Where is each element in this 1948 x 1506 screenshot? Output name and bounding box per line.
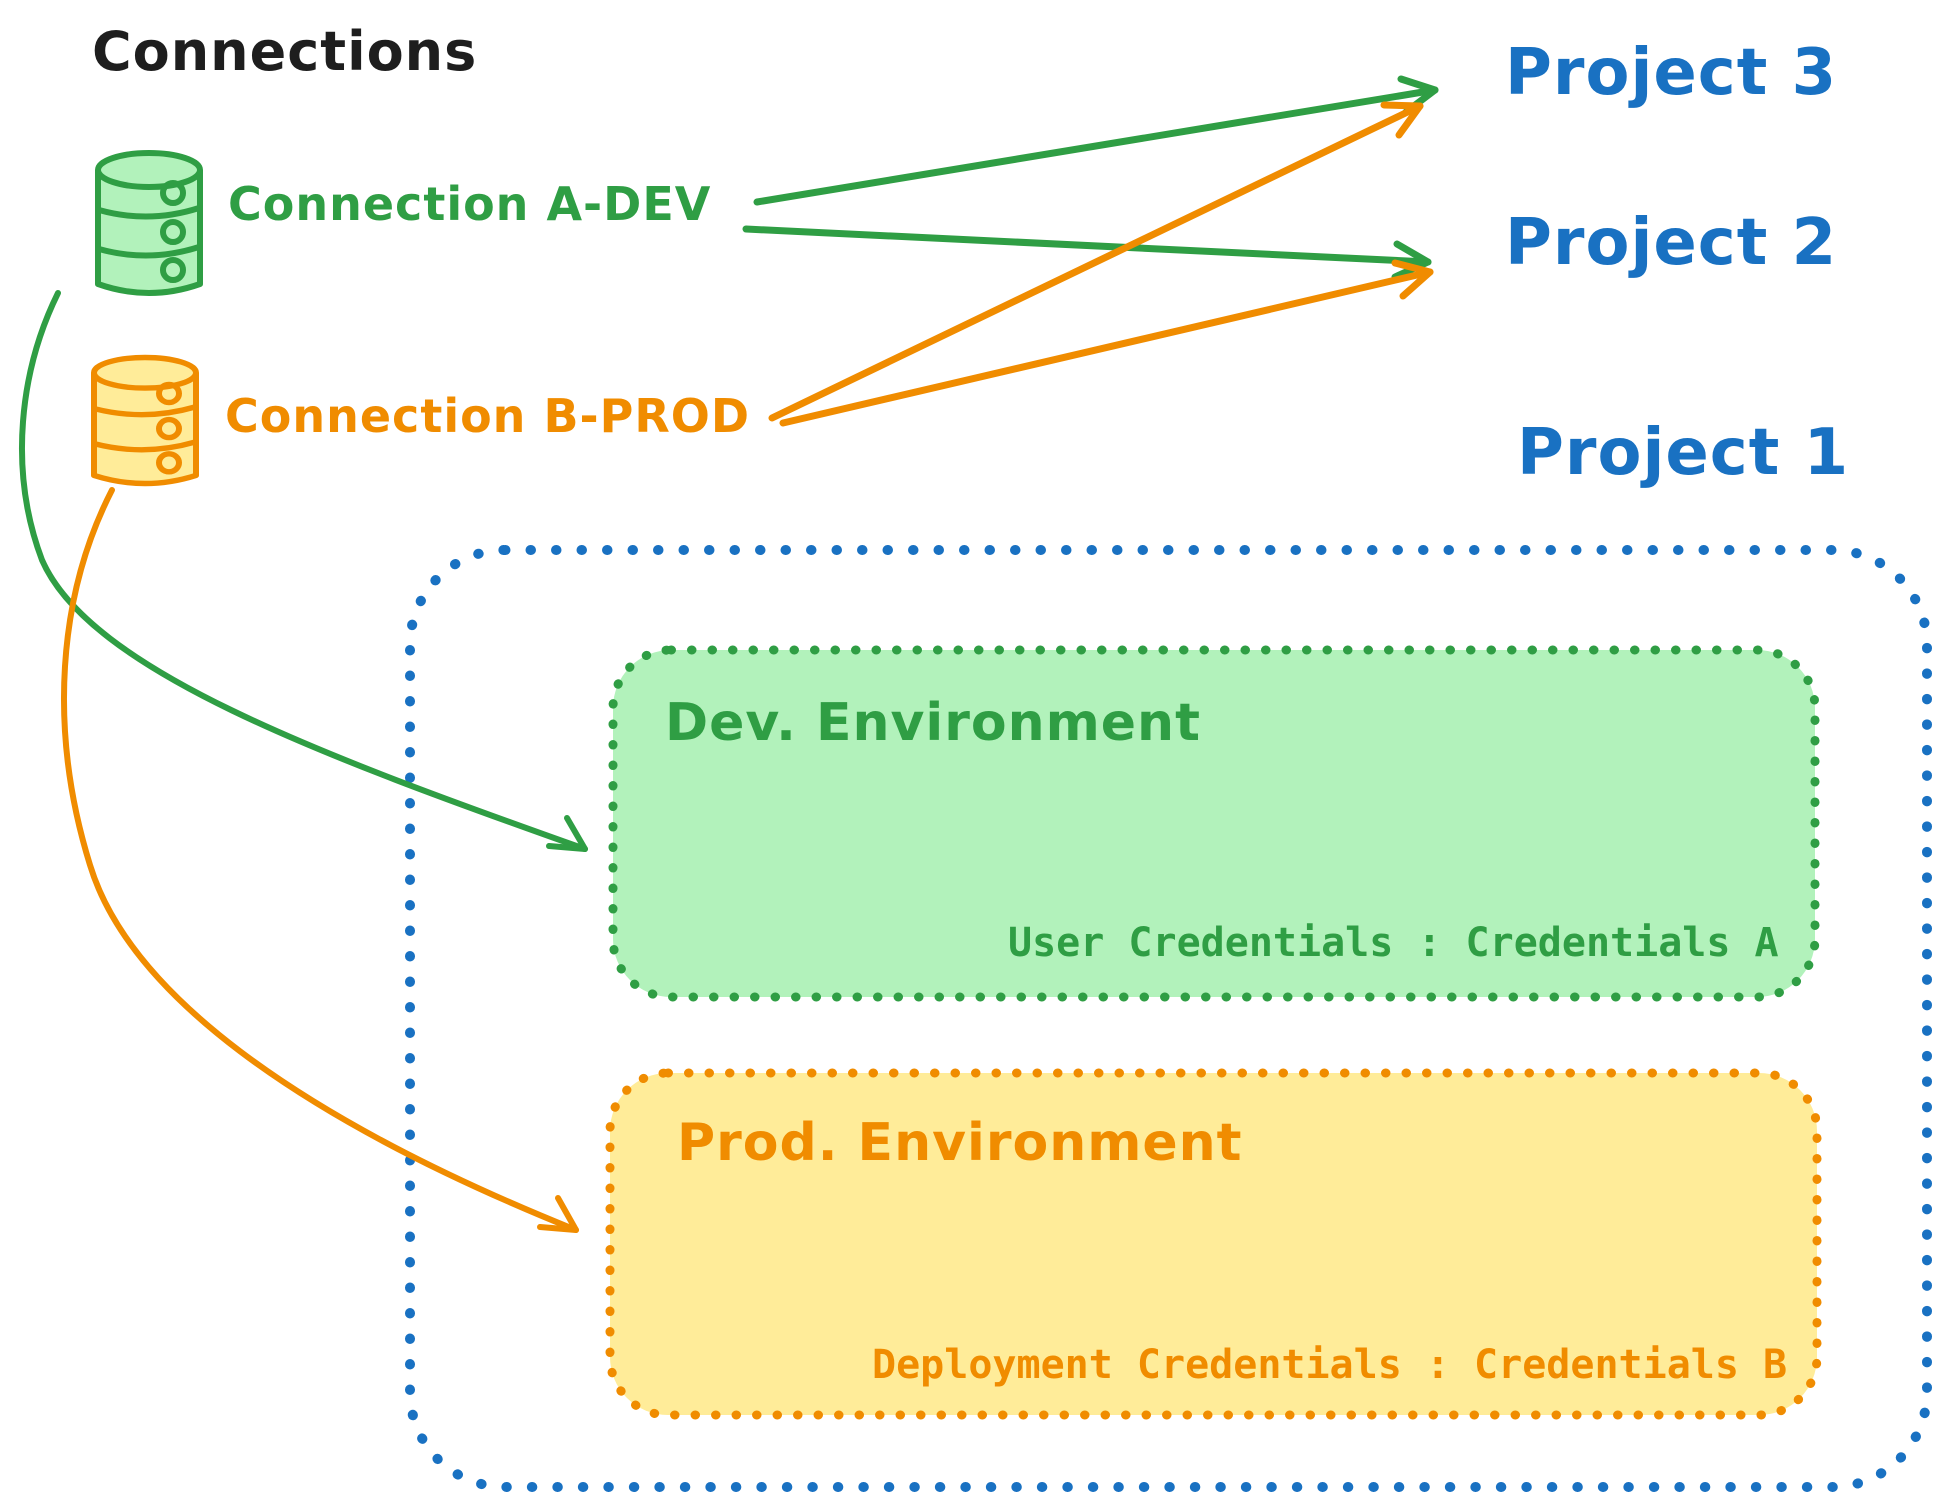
dev-environment-credentials-text: User Credentials : Credentials A: [1008, 920, 1779, 966]
arrow-a-dev-to-project-2: [742, 225, 1432, 281]
arrow-b-prod-to-project-3: [768, 101, 1424, 422]
arrow-b-prod-to-prod-environment: [61, 487, 579, 1233]
project-1-label: Project 1: [1517, 416, 1850, 490]
prod-environment-label: Prod. Environment: [677, 1113, 1243, 1173]
database-icon: [91, 354, 199, 487]
project-1-container-box: [405, 545, 1932, 1492]
arrow-b-prod-to-project-2: [779, 259, 1434, 427]
dev-environment-box: [608, 645, 1820, 1002]
project-3-label: Project 3: [1505, 36, 1838, 110]
prod-environment-box: [605, 1068, 1822, 1420]
connection-b-prod-label: Connection B-PROD: [225, 389, 751, 443]
arrow-a-dev-to-project-3: [753, 75, 1439, 206]
prod-environment-credentials-text: Deployment Credentials : Credentials B: [872, 1342, 1788, 1388]
project-2-label: Project 2: [1505, 206, 1838, 280]
diagram-title: Connections: [92, 20, 478, 83]
connection-a-dev-label: Connection A-DEV: [228, 177, 712, 231]
dev-environment-label: Dev. Environment: [665, 693, 1201, 753]
database-icon: [95, 150, 203, 296]
